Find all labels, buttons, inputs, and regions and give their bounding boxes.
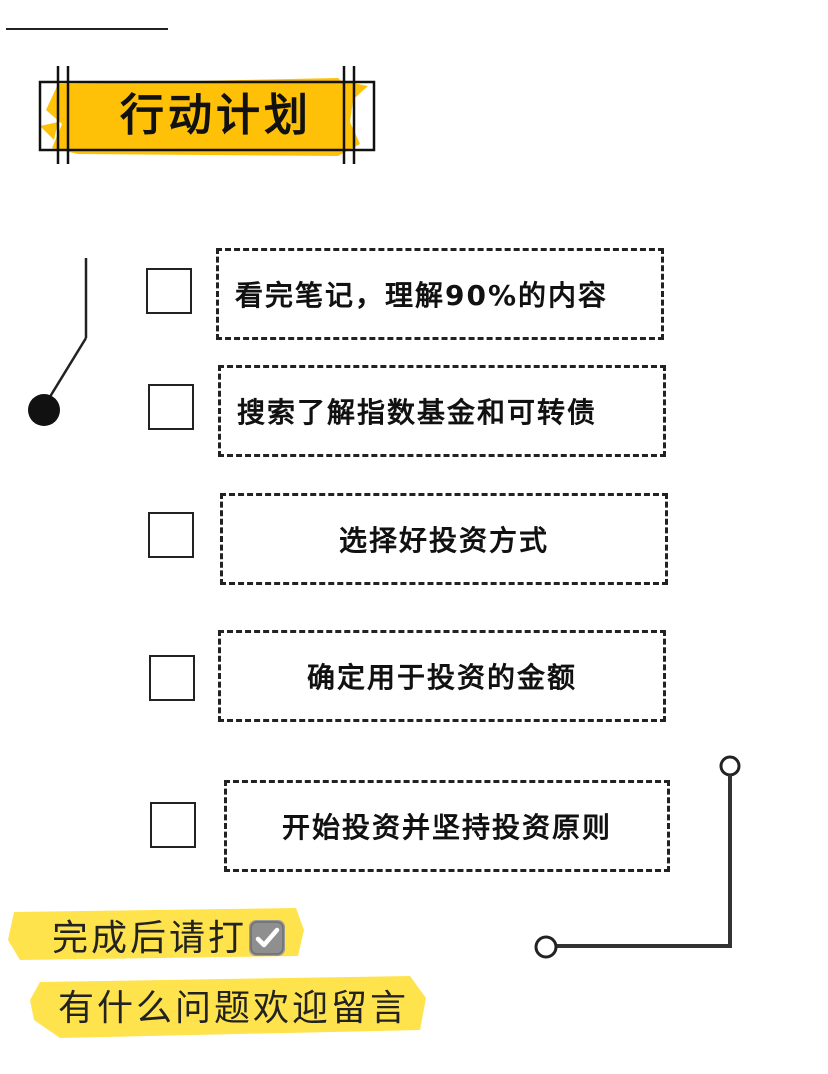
task-card-1: 看完笔记，理解90%的内容 bbox=[216, 248, 664, 340]
note-line-2: 有什么问题欢迎留言 bbox=[58, 988, 410, 1029]
page-title: 行动计划 bbox=[120, 90, 312, 141]
note-highlight bbox=[8, 908, 426, 1038]
task-checkbox-1[interactable] bbox=[146, 268, 192, 314]
task-checkbox-2[interactable] bbox=[148, 384, 194, 430]
task-card-5: 开始投资并坚持投资原则 bbox=[224, 780, 670, 872]
bottom-note: 完成后请打 有什么问题欢迎留言 bbox=[0, 900, 440, 1060]
task-card-2: 搜索了解指数基金和可转债 bbox=[218, 365, 666, 457]
task-checkbox-3[interactable] bbox=[148, 512, 194, 558]
task-card-3: 选择好投资方式 bbox=[220, 493, 668, 585]
task-label-2: 搜索了解指数基金和可转债 bbox=[237, 396, 598, 429]
task-label-1: 看完笔记，理解90%的内容 bbox=[235, 279, 609, 312]
check-box-icon bbox=[249, 920, 286, 956]
title-banner-frame bbox=[38, 66, 376, 164]
title-banner: 行动计划 bbox=[38, 64, 378, 168]
note-line-1: 完成后请打 bbox=[52, 914, 286, 964]
top-divider bbox=[6, 28, 168, 30]
note-line-1-text: 完成后请打 bbox=[52, 918, 248, 959]
task-checkbox-5[interactable] bbox=[150, 802, 196, 848]
task-card-4: 确定用于投资的金额 bbox=[218, 630, 666, 722]
task-checkbox-4[interactable] bbox=[149, 655, 195, 701]
task-label-3: 选择好投资方式 bbox=[338, 524, 549, 557]
task-label-5: 开始投资并坚持投资原则 bbox=[281, 811, 612, 844]
task-label-4: 确定用于投资的金额 bbox=[306, 661, 577, 694]
